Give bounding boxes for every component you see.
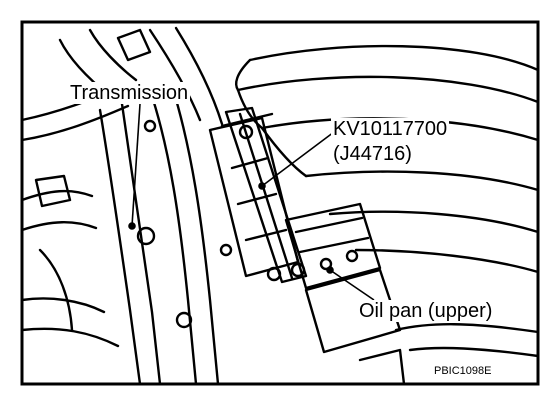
label-tool-alt-number: (J44716) <box>331 143 414 165</box>
label-oil-pan: Oil pan (upper) <box>357 300 495 322</box>
leader-tool <box>261 131 335 187</box>
leader-oil-pan <box>329 269 375 301</box>
label-tool-number: KV10117700 <box>331 118 450 140</box>
figure-code: PBIC1098E <box>434 365 492 377</box>
label-transmission: Transmission <box>68 82 191 104</box>
leader-transmission <box>131 103 141 227</box>
figure-frame <box>20 20 540 386</box>
